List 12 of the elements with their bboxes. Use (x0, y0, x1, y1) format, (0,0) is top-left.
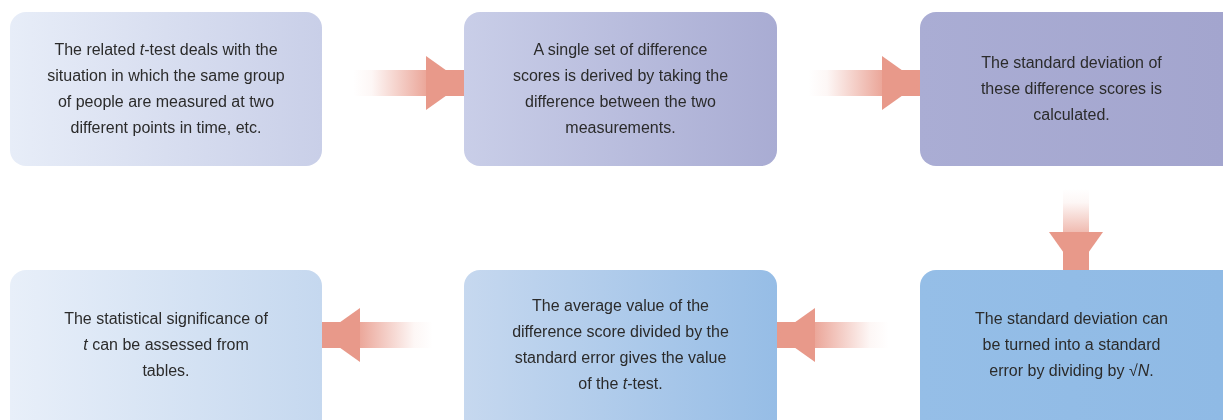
process-box (920, 270, 1223, 420)
process-box (10, 270, 322, 420)
process-box (920, 12, 1223, 166)
step-text: The related t-test deals with the situation in which the same group of people are measured at two different points in time, etc. (46, 40, 286, 138)
step-text: A single set of difference scores is derived by taking the difference between the two measurements. (512, 40, 729, 138)
step-text: The standard deviation of these difference scores is calculated. (979, 53, 1164, 125)
step-text: The average value of the difference score divided by the standard error gives the value of the t-test. (511, 296, 730, 394)
step-text: The statistical significance of t can be assessed from tables. (63, 309, 269, 381)
process-box (10, 12, 322, 166)
step-text: The standard deviation can be turned into a standard error by dividing by √N. (974, 309, 1169, 381)
process-box (464, 12, 777, 166)
process-box (464, 270, 777, 420)
